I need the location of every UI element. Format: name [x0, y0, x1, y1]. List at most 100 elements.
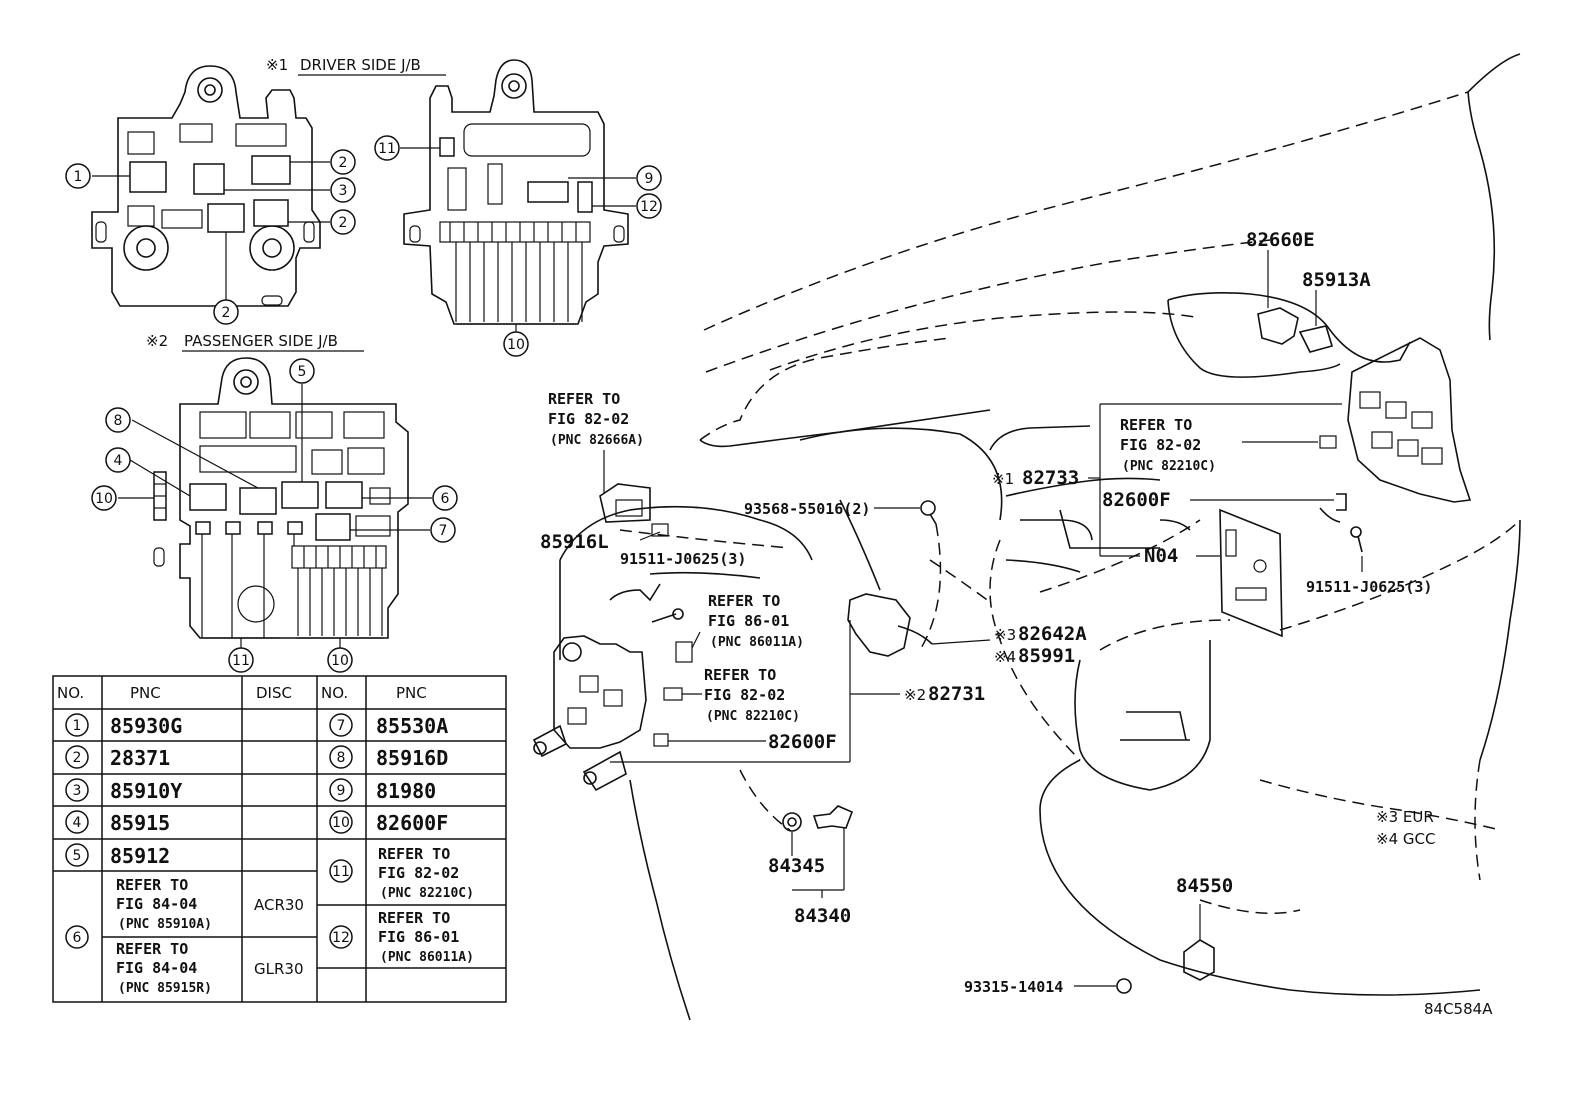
table-row12-line3: (PNC 86011A) [380, 950, 474, 965]
label-ref-82666a-line3: (PNC 82666A) [550, 433, 644, 448]
diagram-labels: REFER TO FIG 82-02 (PNC 82666A) 85916L 9… [540, 229, 1493, 1018]
table-header-pnc: PNC [130, 684, 161, 702]
label-82600f-right: 82600F [1102, 489, 1171, 511]
table-row-no: 2 [73, 750, 82, 766]
table-row-no-2: 7 [337, 718, 346, 734]
svg-text:2: 2 [339, 155, 348, 171]
passenger-jb-view [118, 357, 432, 648]
part-82642a-sensor [847, 593, 933, 657]
label-ref-82666a-line2: FIG 82-02 [548, 410, 629, 428]
label-85991: 85991 [1018, 645, 1075, 667]
leader-lines [603, 250, 1363, 987]
svg-text:2: 2 [339, 215, 348, 231]
callout-10a: 10 [503, 331, 529, 357]
part-relay-block-left [532, 635, 647, 792]
part-n04-board [1219, 508, 1283, 638]
label-n04: N04 [1144, 545, 1178, 567]
table-row-no-12: 12 [332, 930, 350, 946]
callout-10c: 10 [327, 647, 353, 673]
table-row-pnc-2: 82600F [376, 811, 448, 835]
table-header-no-2: NO. [321, 684, 348, 702]
driver-jb-title: ※1 DRIVER SIDE J/B [266, 56, 446, 76]
svg-text:1: 1 [74, 169, 83, 185]
note-4-gcc: ※4 GCC [1376, 830, 1435, 848]
table-row-no: 5 [73, 848, 82, 864]
part-84550 [1116, 939, 1215, 994]
label-ref-86011a-line1: REFER TO [708, 592, 780, 610]
table-row6b-line3: (PNC 85915R) [118, 981, 212, 996]
driver-jb-back-view [400, 59, 636, 332]
table-row-pnc-2: 85530A [376, 714, 448, 738]
table-row6a-line3: (PNC 85910A) [118, 917, 212, 932]
callout-5: 5 [289, 358, 315, 384]
table-row-no-6: 6 [73, 930, 82, 946]
svg-text:8: 8 [114, 413, 123, 429]
table-row6a-line2: FIG 84-04 [116, 895, 197, 913]
table-row6b-line2: FIG 84-04 [116, 959, 197, 977]
label-93315: 93315-14014 [964, 978, 1063, 996]
table-row6b-disc: GLR30 [254, 960, 304, 978]
parts-table: NO. PNC DISC NO. PNC 1 85930G 7 85530A 2… [52, 675, 507, 1003]
table-header-pnc-2: PNC [396, 684, 427, 702]
table-row-no: 3 [73, 783, 82, 799]
callout-3: 3 [330, 177, 356, 203]
part-84345-84340 [782, 805, 854, 832]
label-91511-left: 91511-J0625(3) [620, 550, 746, 568]
label-82642a-marker: ※3 [994, 626, 1016, 644]
driver-jb-title-text: DRIVER SIDE J/B [300, 56, 421, 74]
table-row-pnc-2: 81980 [376, 779, 436, 803]
callout-12: 12 [636, 193, 662, 219]
part-85916l [599, 483, 669, 537]
table-row6a-line1: REFER TO [116, 876, 188, 894]
table-row11-line2: FIG 82-02 [378, 864, 459, 882]
label-84340: 84340 [794, 905, 851, 927]
label-ref-82210c-right-line2: FIG 82-02 [1120, 436, 1201, 454]
table-row-pnc: 85912 [110, 844, 170, 868]
label-84345: 84345 [768, 855, 825, 877]
label-ref-82210c-mid-line3: (PNC 82210C) [706, 709, 800, 724]
callout-2a: 2 [330, 149, 356, 175]
callout-1: 1 [65, 163, 91, 189]
label-ref-82210c-mid-line1: REFER TO [704, 666, 776, 684]
table-row-pnc: 28371 [110, 746, 170, 770]
table-row-no: 4 [73, 815, 82, 831]
label-93568: 93568-55016(2) [744, 500, 870, 518]
table-row-pnc-2: 85916D [376, 746, 448, 770]
callout-10b: 10 [91, 485, 117, 511]
table-row-pnc: 85930G [110, 714, 182, 738]
part-screw-91511-left [651, 608, 684, 623]
svg-text:11: 11 [232, 653, 250, 669]
passenger-jb-marker: ※2 [146, 332, 168, 350]
table-row6a-disc: ACR30 [254, 896, 304, 914]
note-3-eur: ※3 EUR [1376, 808, 1434, 826]
svg-text:5: 5 [298, 364, 307, 380]
table-row11-line3: (PNC 82210C) [380, 886, 474, 901]
svg-text:7: 7 [439, 523, 448, 539]
svg-text:2: 2 [222, 305, 231, 321]
callout-11a: 11 [374, 135, 400, 161]
table-row12-line2: FIG 86-01 [378, 928, 459, 946]
svg-text:4: 4 [114, 453, 123, 469]
callout-8: 8 [105, 407, 131, 433]
table-row-pnc: 85915 [110, 811, 170, 835]
label-85991-marker: ※4 [994, 648, 1016, 666]
table-row-no-2: 10 [332, 815, 350, 831]
part-screw-93568 [920, 500, 937, 525]
label-82600f-mid: 82600F [768, 731, 837, 753]
svg-text:9: 9 [645, 171, 654, 187]
table-row-no: 1 [73, 718, 82, 734]
svg-text:10: 10 [507, 337, 525, 353]
callout-9: 9 [636, 165, 662, 191]
callout-7: 7 [430, 517, 456, 543]
driver-jb-front-view [91, 65, 330, 307]
label-82733-marker: ※1 [992, 470, 1014, 488]
passenger-jb-title-text: PASSENGER SIDE J/B [184, 332, 338, 350]
part-82660e-85913a [1257, 307, 1334, 353]
label-91511-right: 91511-J0625(3) [1306, 578, 1432, 596]
svg-text:6: 6 [441, 491, 450, 507]
svg-text:10: 10 [95, 491, 113, 507]
svg-text:3: 3 [339, 183, 348, 199]
svg-text:12: 12 [640, 199, 658, 215]
label-82660e: 82660E [1246, 229, 1315, 251]
table-row-no-2: 9 [337, 783, 346, 799]
